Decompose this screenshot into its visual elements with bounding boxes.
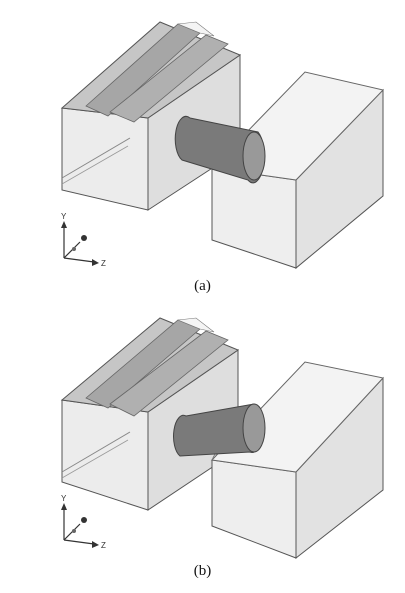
- figure-panel-a: Y Z (a): [60, 21, 384, 294]
- left-block-front-face: [61, 399, 149, 511]
- cad-model-a: Y Z: [60, 21, 384, 270]
- axis-triad-icon: Y Z: [61, 212, 106, 268]
- rail-groove-2: [109, 34, 229, 123]
- right-block-front-face: [211, 459, 297, 559]
- caption-b: (b): [193, 563, 212, 579]
- cylinder-b: [173, 403, 266, 457]
- cylinder-end: [242, 131, 266, 181]
- right-block: [210, 361, 384, 560]
- cylinder-a: [174, 115, 266, 184]
- rail-light-strip: [177, 21, 215, 37]
- axis-label-z: Z: [101, 259, 106, 268]
- caption-a: (a): [194, 278, 211, 294]
- axis-label-z: Z: [101, 541, 106, 550]
- axis-label-y: Y: [61, 212, 67, 221]
- rail-groove-2: [109, 330, 229, 417]
- axis-label-y: Y: [61, 494, 67, 503]
- axis-triad-icon: Y Z: [61, 494, 106, 550]
- left-block: [60, 21, 242, 211]
- cad-model-b: Y Z: [60, 317, 384, 560]
- rail-light-strip: [177, 317, 215, 333]
- cylinder-end: [242, 403, 266, 453]
- figure-panel-b: Y Z (b): [0, 300, 405, 593]
